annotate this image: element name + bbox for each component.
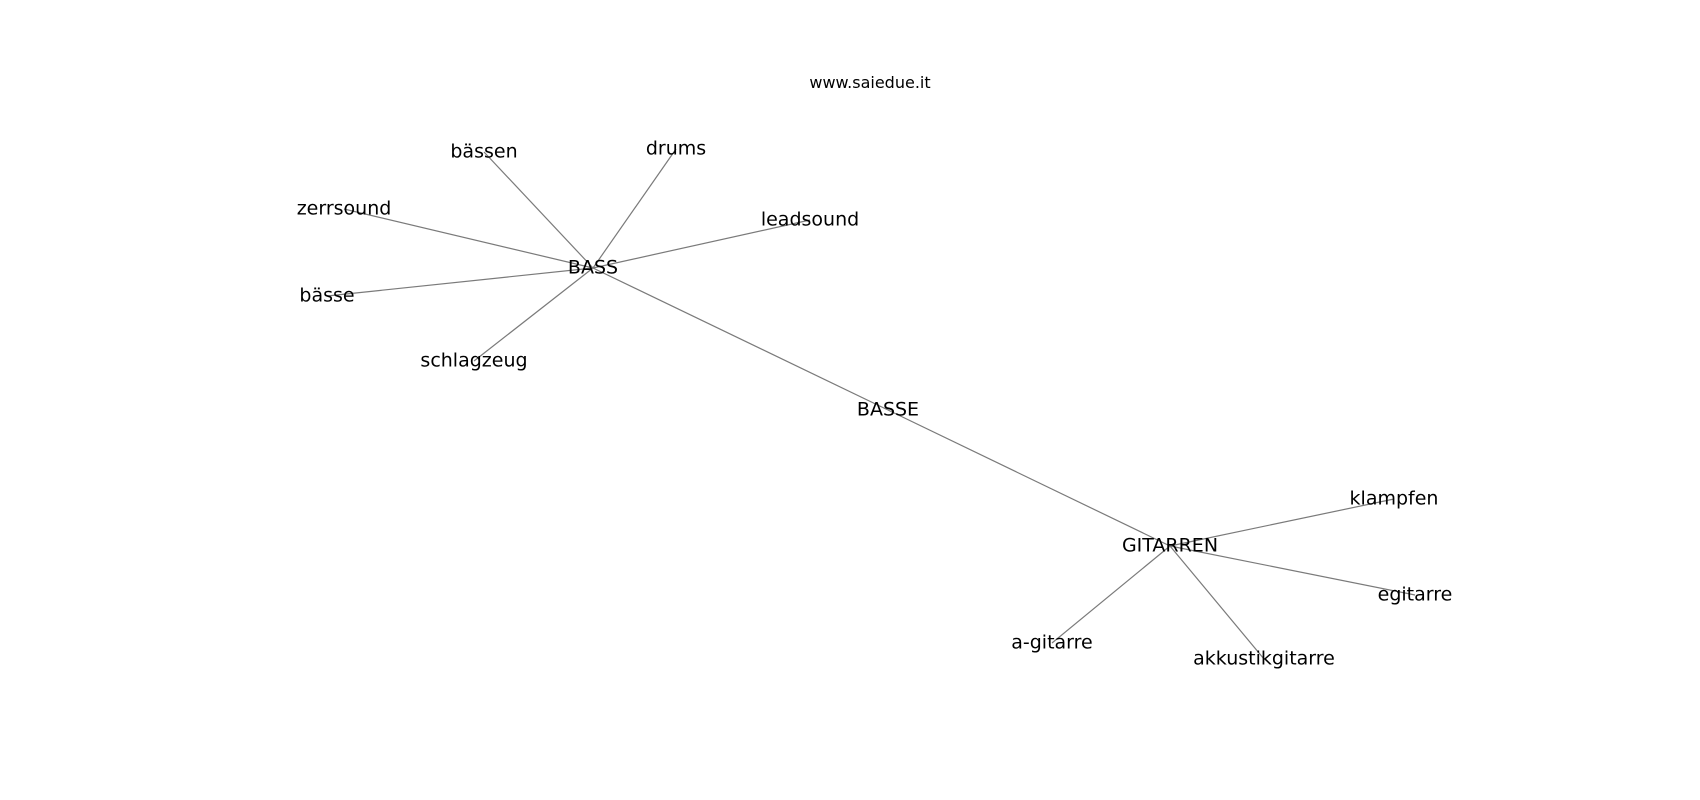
edge-BASS-basse_small [326,267,594,297]
node-label-basse_small: bässe [299,285,354,307]
node-label-BASS: BASS [568,257,618,279]
node-label-GITARREN: GITARREN [1122,535,1218,557]
edge-GITARREN-egitarre [1169,545,1416,596]
edge-BASS-bassen [483,151,594,269]
node-label-egitarre: egitarre [1378,584,1453,606]
edge-GITARREN-akkustikgitarre [1169,545,1265,660]
edge-GITARREN-a-gitarre [1051,545,1171,644]
edge-BASS-drums [592,148,677,269]
node-label-klampfen: klampfen [1350,488,1439,510]
graph-title: www.saiedue.it [809,73,930,92]
node-label-drums: drums [646,138,706,160]
edges-layer [326,148,1416,660]
edge-GITARREN-klampfen [1169,498,1395,547]
node-label-schlagzeug: schlagzeug [420,350,527,372]
edge-BASS-BASSE [592,267,889,411]
node-label-BASSE: BASSE [857,399,919,421]
node-label-bassen: bässen [450,141,517,163]
edge-BASS-schlagzeug [473,267,594,362]
edge-BASSE-GITARREN [887,409,1171,547]
edge-BASS-zerrsound [343,208,594,269]
nodes-layer: BASS BASSE GITARREN bässen drums zerrsound lea… [297,138,1453,670]
node-label-a-gitarre: a-gitarre [1011,632,1093,654]
node-label-akkustikgitarre: akkustikgitarre [1193,648,1335,670]
node-label-zerrsound: zerrsound [297,198,392,220]
edge-BASS-leadsound [592,219,811,269]
node-label-leadsound: leadsound [761,209,859,231]
